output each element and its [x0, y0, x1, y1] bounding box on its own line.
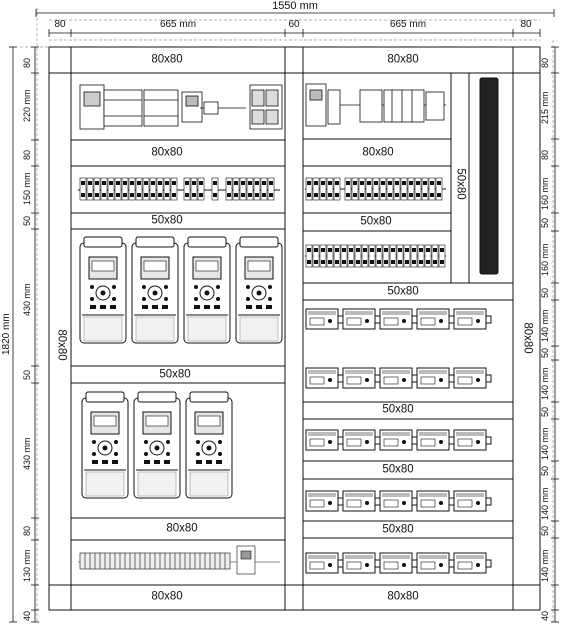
duct-label-left-row4: 80x80: [166, 522, 198, 535]
dim-left-row: 80: [22, 57, 32, 68]
right-meter-row-1: [305, 308, 492, 330]
dim-left-row: 150 mm: [22, 172, 32, 205]
dim-left-row: 430 mm: [22, 437, 32, 470]
dim-right-row: 50: [540, 287, 550, 298]
right-row2-terminals: [305, 177, 446, 201]
duct-label-left-top: 80x80: [151, 53, 183, 66]
dim-total-height: 1820 mm: [1, 313, 12, 355]
dim-center-gap: 60: [288, 19, 300, 30]
dim-left-row: 220 mm: [22, 89, 32, 122]
duct-label-right-vertical-outer: 80x80: [521, 322, 534, 354]
right-vertical-component: [479, 77, 499, 275]
right-row3-terminals: [305, 244, 446, 268]
dim-left-width: 665 mm: [159, 19, 197, 30]
dim-left-row: 50: [22, 369, 32, 380]
dim-right-row: 50: [540, 525, 550, 536]
left-row1-components: [79, 84, 283, 130]
right-meter-row-5: [305, 552, 492, 574]
duct-label-left-row1: 80x80: [151, 146, 183, 159]
dim-right-row: 140 mm: [540, 427, 550, 460]
right-meter-row-2: [305, 367, 492, 389]
duct-label-left-vertical: 80x80: [55, 329, 68, 361]
duct-label-right-top: 80x80: [387, 53, 419, 66]
dim-right-row: 80: [540, 57, 550, 68]
dim-right-row: 140 mm: [540, 309, 550, 342]
dim-right-row: 160 mm: [540, 243, 550, 276]
dim-right-margin: 80: [520, 19, 532, 30]
duct-label-right-vertical-inner: 50x80: [454, 168, 467, 200]
duct-label-right-row5: 50x80: [382, 463, 414, 476]
duct-label-right-bottom: 80x80: [387, 590, 419, 603]
dim-right-row: 80: [540, 149, 550, 160]
dim-right-row: 50: [540, 217, 550, 228]
dim-right-row: 50: [540, 347, 550, 358]
dim-right-row: 160 mm: [540, 177, 550, 210]
dim-right-width: 665 mm: [389, 19, 427, 30]
dim-right-row: 215 mm: [540, 91, 550, 124]
left-row2-terminals: [78, 177, 280, 201]
dim-left-row: 80: [22, 525, 32, 536]
dim-left-row: 50: [22, 215, 32, 226]
duct-label-right-row3: 50x80: [387, 285, 419, 298]
dim-left-row: 40: [22, 610, 32, 621]
dim-left-row: 130 mm: [22, 549, 32, 582]
dim-right-row: 40: [540, 610, 550, 621]
right-row1-components: [305, 83, 446, 127]
dim-total-width: 1550 mm: [272, 0, 318, 12]
duct-label-left-row2: 50x80: [151, 214, 183, 227]
dim-right-row: 140 mm: [540, 367, 550, 400]
right-meter-row-3: [305, 429, 492, 451]
duct-label-right-row2: 50x80: [360, 215, 392, 228]
duct-label-right-row6: 50x80: [382, 523, 414, 536]
dim-right-row: 140 mm: [540, 487, 550, 520]
left-vfd-row-1: [79, 236, 283, 344]
right-meter-row-4: [305, 490, 492, 512]
left-vfd-row-2: [81, 391, 233, 499]
duct-label-right-row4: 50x80: [382, 403, 414, 416]
duct-label-left-bottom: 80x80: [151, 590, 183, 603]
dim-right-row: 50: [540, 406, 550, 417]
duct-label-left-row3: 50x80: [159, 368, 191, 381]
dim-left-row: 80: [22, 149, 32, 160]
dim-left-row: 430 mm: [22, 283, 32, 316]
left-bottom-terminals: [78, 545, 280, 575]
dim-right-row: 50: [540, 465, 550, 476]
panel-outline: [48, 46, 541, 611]
dim-left-margin: 80: [54, 19, 66, 30]
duct-label-right-row1: 80x80: [362, 146, 394, 159]
dim-right-row: 140 mm: [540, 549, 550, 582]
